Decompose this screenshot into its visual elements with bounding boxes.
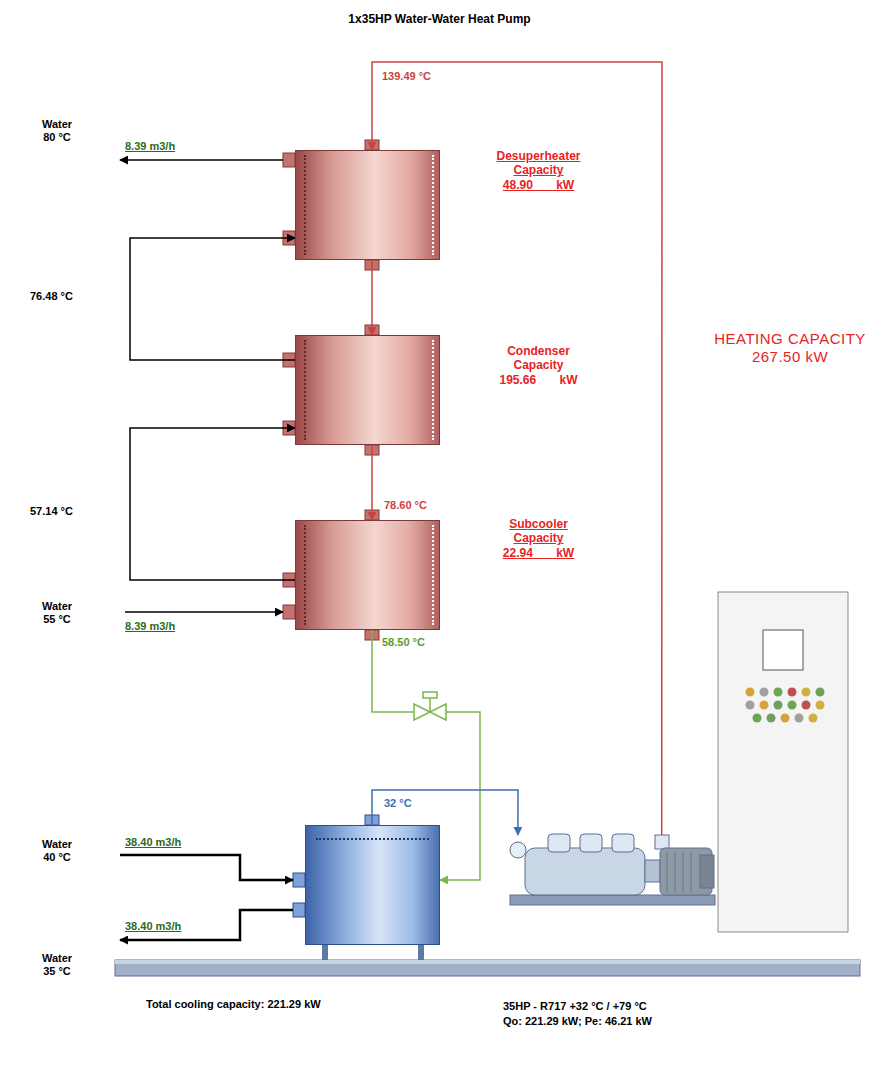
edge-label: 76.48 °C [28,290,75,303]
node-text: Subcooler Capacity 22.94 kW [491,517,586,560]
pipe-connector [371,445,373,520]
text-label: Water 35 °C [35,952,79,978]
pipe-connector [130,238,295,360]
node-text: Condenser Capacity 195.66 kW [491,344,586,387]
node-text: Desuperheater Capacity 48.90 kW [491,149,586,192]
text-label: Water 40 °C [35,838,79,864]
evaporator-vessel: Total cooling capacity: 221.29 kW [305,825,440,945]
text-label: 8.39 m3/h [125,140,175,153]
text-label: 38.40 m3/h [125,836,181,849]
diagram-title: 1x35HP Water-Water Heat Pump [0,12,879,26]
edge-label: 139.49 °C [380,70,433,83]
condenser-vessel: Condenser Capacity 195.66 kW [295,335,440,445]
text-label: Water 55 °C [35,600,79,626]
edge-label: 58.50 °C [380,636,427,649]
text-label: 8.39 m3/h [125,620,175,633]
edge-label: 57.14 °C [28,505,75,518]
node-text: Qo: 221.29 kW; Pe: 46.21 kW [503,1015,652,1028]
edge-label: 32 °C [382,797,414,810]
expansion-valve [414,692,446,720]
text-label: Water 80 °C [35,118,79,144]
node-text: 35HP - R717 +32 °C / +79 °C [503,1000,647,1013]
pipe-connector [130,428,295,580]
text-label: 38.40 m3/h [125,920,181,933]
text-label: HEATING CAPACITY 267.50 kW [705,330,875,366]
compressor-unit: 35HP - R717 +32 °C / +79 °CQo: 221.29 kW… [505,835,720,905]
edge-label: 78.60 °C [382,499,429,512]
subcooler-vessel: Subcooler Capacity 22.94 kW [295,520,440,630]
pipe-connector [371,260,373,335]
desuperheater-vessel: Desuperheater Capacity 48.90 kW [295,150,440,260]
node-text: Total cooling capacity: 221.29 kW [146,998,321,1011]
